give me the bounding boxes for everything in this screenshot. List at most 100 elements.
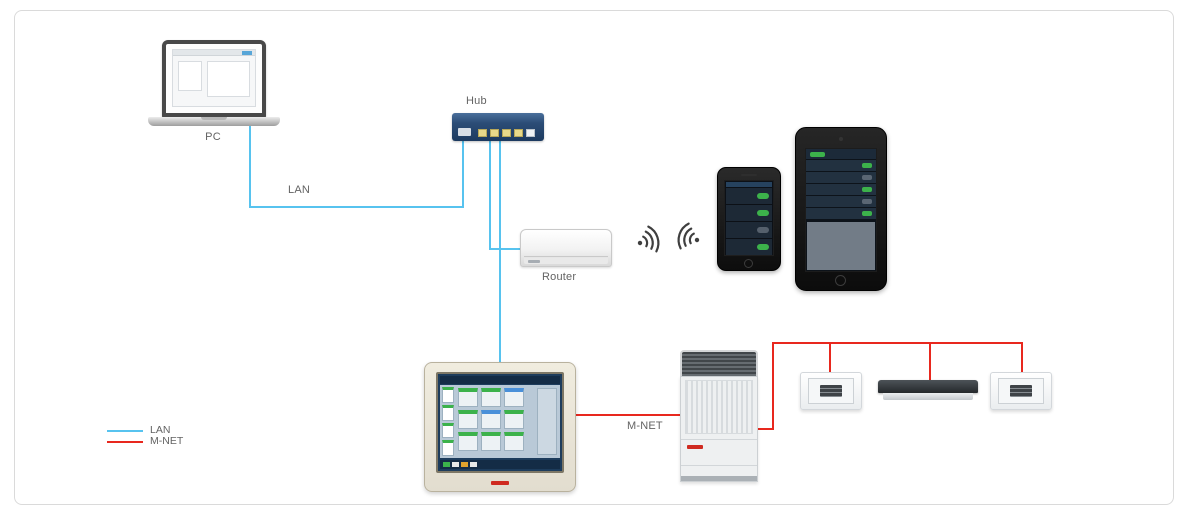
controller-status-square <box>452 462 459 467</box>
status-indicator <box>757 210 769 216</box>
outdoor-unit-slats <box>685 380 753 434</box>
controller-group-tile <box>504 432 524 451</box>
tablet-app-row <box>806 172 876 183</box>
wifi-wave <box>642 235 649 248</box>
controller-screen <box>436 372 564 473</box>
controller-group-tile <box>458 432 478 451</box>
ducted-indoor-unit-icon <box>878 380 978 402</box>
hub-port <box>478 129 487 137</box>
phone-app-row <box>726 205 772 221</box>
status-indicator <box>862 163 872 168</box>
wifi-signal-left-icon <box>637 225 660 253</box>
outdoor-unit-icon <box>680 350 758 482</box>
centralized-controller-icon <box>424 362 576 492</box>
hub-port <box>490 129 499 137</box>
status-indicator <box>862 187 872 192</box>
controller-sidebar-tile <box>442 440 454 456</box>
tablet-app-row <box>806 208 876 219</box>
phone-app-row <box>726 188 772 204</box>
wifi-wave <box>688 232 695 245</box>
tablet-screen <box>805 148 877 272</box>
controller-brand-logo <box>491 481 509 485</box>
phone-app-row <box>726 239 772 255</box>
status-indicator <box>810 152 825 157</box>
controller-sidebar-tile <box>442 387 454 403</box>
laptop-screen <box>162 40 266 118</box>
phone-speaker <box>741 174 757 176</box>
ceiling-cassette-indoor-unit-icon <box>990 372 1052 410</box>
controller-group-tile <box>481 388 501 407</box>
hub-ports <box>478 129 535 137</box>
diagram-frame <box>14 10 1174 505</box>
tablet-home-button <box>835 275 846 286</box>
status-indicator <box>862 175 872 180</box>
lan-wire-pc-hub <box>249 124 464 208</box>
status-indicator <box>862 211 872 216</box>
controller-status-square <box>443 462 450 467</box>
controller-status-square <box>461 462 468 467</box>
controller-group-grid <box>458 388 534 455</box>
laptop-app-window <box>172 49 256 107</box>
laptop-pc-icon <box>148 40 280 128</box>
cassette-vent <box>1010 385 1032 397</box>
controller-group-tile <box>504 388 524 407</box>
controller-status-square <box>470 462 477 467</box>
controller-sidebar <box>442 387 454 456</box>
router-seam <box>524 256 608 257</box>
status-indicator <box>757 227 769 233</box>
wifi-wave <box>677 222 690 250</box>
cassette-panel <box>998 378 1044 404</box>
laptop-app-accent <box>242 51 252 55</box>
tablet-app-lower-panel <box>807 222 875 270</box>
outdoor-unit-body <box>680 376 758 482</box>
laptop-app-titlebar <box>173 50 255 56</box>
legend-mnet-label: M-NET <box>150 435 184 447</box>
phone-app-header <box>726 182 772 187</box>
controller-group-tile <box>458 410 478 429</box>
controller-sidebar-tile <box>442 404 454 421</box>
hub-label-strip <box>458 128 471 136</box>
lan-link-label: LAN <box>288 184 310 196</box>
ducted-unit-casing <box>878 380 978 393</box>
status-indicator <box>862 199 872 204</box>
controller-group-tile <box>481 410 501 429</box>
hub-label: Hub <box>466 95 487 107</box>
controller-bottombar <box>440 460 560 469</box>
tablet-app-header <box>806 149 876 159</box>
smartphone-icon <box>717 167 781 271</box>
laptop-app-sidebar <box>178 61 202 91</box>
status-indicator <box>757 193 769 199</box>
controller-group-tile <box>504 410 524 429</box>
status-indicator <box>757 244 769 250</box>
outdoor-unit-fan-grille <box>680 350 758 376</box>
pc-label: PC <box>205 131 221 143</box>
router-label: Router <box>542 271 577 283</box>
controller-screen-body <box>440 385 560 458</box>
hub-port <box>526 129 535 137</box>
controller-sidebar-tile <box>442 422 454 439</box>
legend-lan-label: LAN <box>150 424 171 436</box>
tablet-app-row <box>806 184 876 195</box>
ceiling-cassette-indoor-unit-icon <box>800 372 862 410</box>
mnet-link-label: M-NET <box>627 420 663 432</box>
tablet-icon <box>795 127 887 291</box>
controller-group-tile <box>481 432 501 451</box>
phone-home-button <box>744 259 753 268</box>
laptop-notch <box>201 117 227 120</box>
laptop-base <box>148 117 280 126</box>
cassette-vent <box>820 385 842 397</box>
mnet-wire-outdoor-to-indoor <box>757 342 1023 430</box>
wifi-wave <box>644 230 654 250</box>
ducted-unit-underside <box>883 393 973 400</box>
controller-topbar <box>440 376 560 384</box>
wifi-source-dot <box>637 240 643 246</box>
wifi-signal-right-icon <box>677 222 700 250</box>
hub-port <box>502 129 511 137</box>
hub-port <box>514 129 523 137</box>
tablet-app-row <box>806 196 876 207</box>
laptop-app-content <box>207 61 250 97</box>
tablet-camera <box>839 137 843 141</box>
lan-wire-hub-router <box>489 139 522 250</box>
